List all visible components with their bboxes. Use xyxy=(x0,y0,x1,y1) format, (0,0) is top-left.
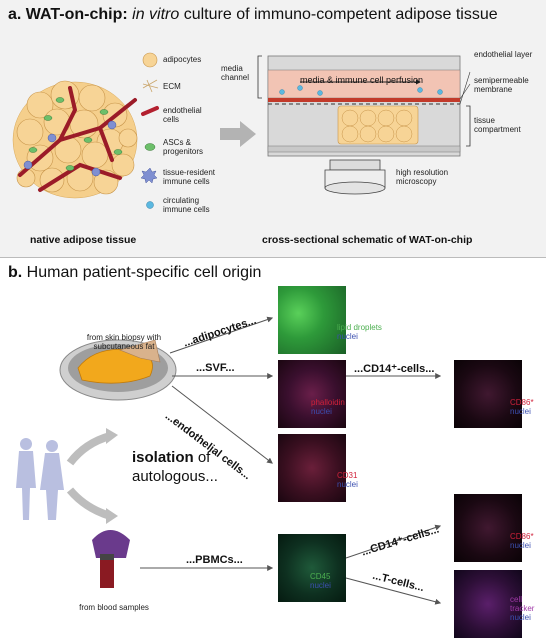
autologous-text: autologous... xyxy=(132,468,218,485)
micrograph-cd14-bottom xyxy=(454,494,522,562)
micrograph-adipocytes xyxy=(278,286,346,354)
micrograph-endothelial xyxy=(278,434,346,502)
blood-tube-illustration xyxy=(92,530,130,588)
legend-label-endothelial: endothelial cells xyxy=(163,106,202,124)
legend-icons xyxy=(140,52,159,209)
caption-chip-schematic: cross-sectional schematic of WAT-on-chip xyxy=(262,234,473,246)
label-lipid-droplets: lipid droplets xyxy=(337,323,382,332)
label-nuclei-cd14-bottom: nuclei xyxy=(510,541,531,550)
ecm-icon xyxy=(142,79,159,93)
micrograph-pbmcs xyxy=(278,534,346,602)
legend-label-circulating-immune: circulating immune cells xyxy=(163,196,210,214)
circulating-immune-icon xyxy=(146,201,154,209)
label-nuclei-pbmcs: nuclei xyxy=(310,581,331,590)
label-nuclei-tcells: nuclei xyxy=(510,613,531,622)
legend-label-ascs: ASCs & progenitors xyxy=(163,138,204,156)
arrow-label-svf: ...SVF... xyxy=(196,362,235,374)
panel-b: b. Human patient-specific cell origin xyxy=(0,258,546,643)
micrograph-endothelial-labels: CD31 nuclei xyxy=(337,471,358,489)
label-cell: cell xyxy=(510,595,523,604)
label-phalloidin: phalloidin xyxy=(311,398,345,407)
native-tissue-illustration xyxy=(12,80,138,199)
label-nuclei-cd14-top: nuclei xyxy=(510,407,531,416)
label-nuclei-adipocytes: nuclei xyxy=(337,332,358,341)
micrograph-cd14-top-labels: CD86* nuclei xyxy=(510,398,534,416)
label-nuclei-svf: nuclei xyxy=(311,407,332,416)
legend-label-adipocytes: adipocytes xyxy=(163,55,202,64)
label-biopsy: from skin biopsy with subcutaneous fat xyxy=(86,333,162,351)
isolation-text: isolation of xyxy=(132,449,210,466)
label-cd86-top: CD86* xyxy=(510,398,534,407)
panel-a-title: a. WAT-on-chip: in vitro culture of immu… xyxy=(8,6,498,24)
asc-icon xyxy=(144,143,156,151)
panel-b-title-bold: b. xyxy=(8,264,23,281)
label-media-channel: media channel xyxy=(221,64,250,82)
panel-b-title-rest: Human patient-specific cell origin xyxy=(26,264,262,281)
biopsy-dish-illustration xyxy=(59,339,177,401)
legend-label-resident-immune: tissue-resident immune cells xyxy=(163,168,216,186)
legend-label-ecm: ECM xyxy=(163,82,181,91)
isolation-bold: isolation xyxy=(132,449,194,466)
caption-native-tissue: native adipose tissue xyxy=(30,234,137,246)
adipocyte-icon xyxy=(142,52,158,68)
micrograph-tcells-labels: cell tracker nuclei xyxy=(510,595,534,622)
chip-schematic xyxy=(257,55,471,195)
panel-a: a. WAT-on-chip: in vitro culture of immu… xyxy=(0,0,546,258)
tissue-to-chip-arrow xyxy=(220,121,256,147)
panel-b-title: b. Human patient-specific cell origin xyxy=(8,264,261,282)
micrograph-svf-labels: phalloidin nuclei xyxy=(311,398,345,416)
micrograph-pbmcs-labels: CD45 nuclei xyxy=(310,572,331,590)
label-tracker: tracker xyxy=(510,604,535,613)
panel-a-title-italic: in vitro xyxy=(132,6,180,23)
isolation-of: of xyxy=(197,449,211,466)
endothelial-cell-icon xyxy=(141,106,159,116)
label-cd45: CD45 xyxy=(310,572,331,581)
resident-immune-icon xyxy=(140,167,158,184)
label-cd86-bottom: CD86* xyxy=(510,532,534,541)
label-blood: from blood samples xyxy=(79,603,149,612)
arrow-label-pbmcs: ...PBMCs... xyxy=(186,554,243,566)
micrograph-adipocytes-labels: lipid droplets nuclei xyxy=(337,323,382,341)
label-microscopy: high resolution microscopy xyxy=(396,168,449,186)
panel-b-artwork xyxy=(16,316,442,605)
label-tissue-compartment: tissue compartment xyxy=(474,116,521,134)
micrograph-svf xyxy=(278,360,346,428)
panel-a-title-bold: a. WAT-on-chip: xyxy=(8,6,128,23)
label-perfusion: media & immune cell perfusion xyxy=(300,75,424,85)
panel-a-artwork xyxy=(12,52,471,209)
label-nuclei-endothelial: nuclei xyxy=(337,480,358,489)
label-endothelial-layer: endothelial layer xyxy=(474,50,533,59)
micrograph-cd14-bottom-labels: CD86* nuclei xyxy=(510,532,534,550)
micrograph-cd14-top xyxy=(454,360,522,428)
micrograph-tcells xyxy=(454,570,522,638)
panel-a-title-rest: culture of immuno-competent adipose tiss… xyxy=(183,6,498,23)
label-membrane: semipermeable membrane xyxy=(474,76,529,94)
arrow-label-cd14-top: ...CD14⁺-cells... xyxy=(354,363,435,375)
label-cd31: CD31 xyxy=(337,471,358,480)
human-silhouettes xyxy=(16,438,64,520)
